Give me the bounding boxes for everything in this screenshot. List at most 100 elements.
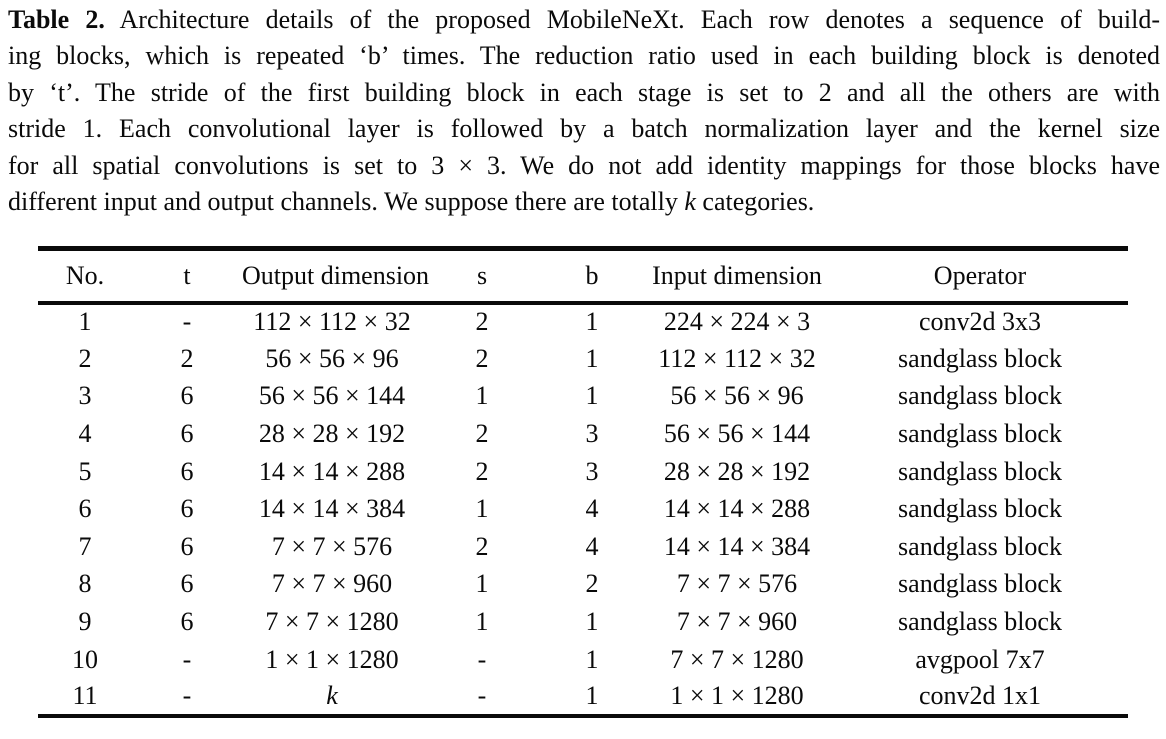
cell-b: 1 bbox=[585, 381, 599, 411]
cell-t: - bbox=[182, 307, 192, 337]
col-header-t: t bbox=[183, 260, 191, 290]
cell-operator: sandglass block bbox=[898, 456, 1062, 486]
cell-no: 1 bbox=[78, 307, 92, 337]
col-header-operator: Operator bbox=[933, 260, 1027, 290]
caption-line: stride 1. Each convolutional layer is fo… bbox=[8, 111, 1160, 147]
cell-output-dimension: 1 × 1 × 1280 bbox=[265, 644, 399, 674]
cell-s: 2 bbox=[475, 307, 489, 337]
col-header-output-dimension: Output dimension bbox=[242, 260, 430, 290]
cell-operator: sandglass block bbox=[898, 569, 1062, 599]
cell-output-dimension: 7 × 7 × 576 bbox=[271, 531, 393, 561]
cell-no: 7 bbox=[78, 531, 92, 561]
caption-text: ing blocks, which is repeated ‘b’ times.… bbox=[8, 41, 1160, 71]
cell-t: 6 bbox=[180, 456, 194, 486]
caption-text: Architecture details of the proposed Mob… bbox=[104, 5, 1161, 34]
cell-b: 3 bbox=[585, 419, 599, 449]
cell-input-dimension: 7 × 7 × 1280 bbox=[670, 644, 804, 674]
caption-label: Table 2. bbox=[8, 5, 105, 34]
cell-operator: conv2d 3x3 bbox=[918, 307, 1042, 337]
cell-s: 2 bbox=[475, 419, 489, 449]
cell-no: 10 bbox=[72, 644, 98, 674]
cell-no: 8 bbox=[78, 569, 92, 599]
cell-input-dimension: 56 × 56 × 144 bbox=[663, 419, 811, 449]
cell-s: 1 bbox=[475, 569, 489, 599]
cell-s: 1 bbox=[475, 381, 489, 411]
cell-b: 4 bbox=[585, 494, 599, 524]
cell-input-dimension: 14 × 14 × 288 bbox=[663, 494, 811, 524]
cell-output-dimension: 56 × 56 × 96 bbox=[265, 343, 399, 373]
cell-s: 2 bbox=[475, 343, 489, 373]
cell-input-dimension: 14 × 14 × 384 bbox=[663, 531, 811, 561]
cell-s: - bbox=[477, 644, 487, 674]
table-row: 4 6 28 × 28 × 192 2 3 56 × 56 × 144 sandglass … bbox=[38, 415, 1128, 453]
cell-input-dimension: 56 × 56 × 96 bbox=[670, 381, 804, 411]
cell-b: 1 bbox=[585, 343, 599, 373]
cell-t: 6 bbox=[180, 419, 194, 449]
cell-operator: avgpool 7x7 bbox=[915, 644, 1045, 674]
table-body: 1 - 112 × 112 × 32 2 1 224 × 224 × 3 conv2d 3x… bbox=[38, 303, 1128, 717]
col-header-s: s bbox=[476, 260, 488, 290]
cell-s: 2 bbox=[475, 456, 489, 486]
cell-b: 1 bbox=[585, 681, 599, 711]
cell-operator: sandglass block bbox=[898, 607, 1062, 637]
cell-s: - bbox=[477, 681, 487, 711]
cell-t: 6 bbox=[180, 607, 194, 637]
caption-math-var: k bbox=[684, 187, 696, 217]
cell-t: 6 bbox=[180, 494, 194, 524]
cell-output-dimension: 56 × 56 × 144 bbox=[258, 381, 406, 411]
col-header-b: b bbox=[585, 260, 599, 290]
cell-no: 3 bbox=[78, 381, 92, 411]
cell-t: - bbox=[182, 681, 192, 711]
table-caption: Table 2. Architecture details of the pro… bbox=[8, 2, 1160, 220]
cell-input-dimension: 7 × 7 × 576 bbox=[676, 569, 798, 599]
cell-input-dimension: 112 × 112 × 32 bbox=[658, 343, 816, 373]
caption-text: by ‘t’. The stride of the first building… bbox=[8, 77, 1160, 107]
cell-t: 6 bbox=[180, 569, 194, 599]
table-row: 1 - 112 × 112 × 32 2 1 224 × 224 × 3 conv2d 3x… bbox=[38, 303, 1128, 341]
caption-line: by ‘t’. The stride of the first building… bbox=[8, 75, 1160, 111]
cell-b: 1 bbox=[585, 307, 599, 337]
cell-operator: sandglass block bbox=[898, 494, 1062, 524]
cell-input-dimension: 28 × 28 × 192 bbox=[663, 456, 811, 486]
caption-line: different input and output channels. We … bbox=[8, 184, 1160, 220]
architecture-table: No. t Output dimension s b Input dimension Ope… bbox=[38, 246, 1128, 718]
cell-b: 3 bbox=[585, 456, 599, 486]
cell-output-dimension: 14 × 14 × 288 bbox=[258, 456, 406, 486]
cell-input-dimension: 1 × 1 × 1280 bbox=[670, 681, 804, 711]
cell-output-dimension: 28 × 28 × 192 bbox=[258, 419, 406, 449]
cell-s: 2 bbox=[475, 531, 489, 561]
cell-output-dimension: k bbox=[326, 681, 338, 711]
col-header-no: No. bbox=[65, 260, 105, 290]
cell-s: 1 bbox=[475, 607, 489, 637]
cell-output-dimension: 7 × 7 × 1280 bbox=[265, 607, 399, 637]
cell-output-dimension: 14 × 14 × 384 bbox=[258, 494, 406, 524]
cell-b: 1 bbox=[585, 607, 599, 637]
cell-s: 1 bbox=[475, 494, 489, 524]
cell-b: 1 bbox=[585, 644, 599, 674]
cell-t: 2 bbox=[180, 343, 194, 373]
cell-t: 6 bbox=[180, 531, 194, 561]
cell-operator: sandglass block bbox=[898, 531, 1062, 561]
cell-no: 4 bbox=[78, 419, 92, 449]
table-row: 10 - 1 × 1 × 1280 - 1 7 × 7 × 1280 avgpool 7x7 bbox=[38, 641, 1128, 679]
cell-no: 11 bbox=[72, 681, 98, 711]
cell-output-dimension: 112 × 112 × 32 bbox=[253, 307, 411, 337]
caption-line: for all spatial convolutions is set to 3… bbox=[8, 148, 1160, 184]
cell-t: - bbox=[182, 644, 192, 674]
caption-line: ing blocks, which is repeated ‘b’ times.… bbox=[8, 38, 1160, 74]
col-header-input-dimension: Input dimension bbox=[652, 260, 822, 290]
cell-operator: sandglass block bbox=[898, 419, 1062, 449]
table-header: No. t Output dimension s b Input dimension Ope… bbox=[38, 248, 1128, 303]
cell-input-dimension: 224 × 224 × 3 bbox=[663, 307, 811, 337]
caption-text: stride 1. Each convolutional layer is fo… bbox=[8, 114, 1160, 144]
cell-operator: sandglass block bbox=[898, 343, 1062, 373]
cell-input-dimension: 7 × 7 × 960 bbox=[676, 607, 798, 637]
